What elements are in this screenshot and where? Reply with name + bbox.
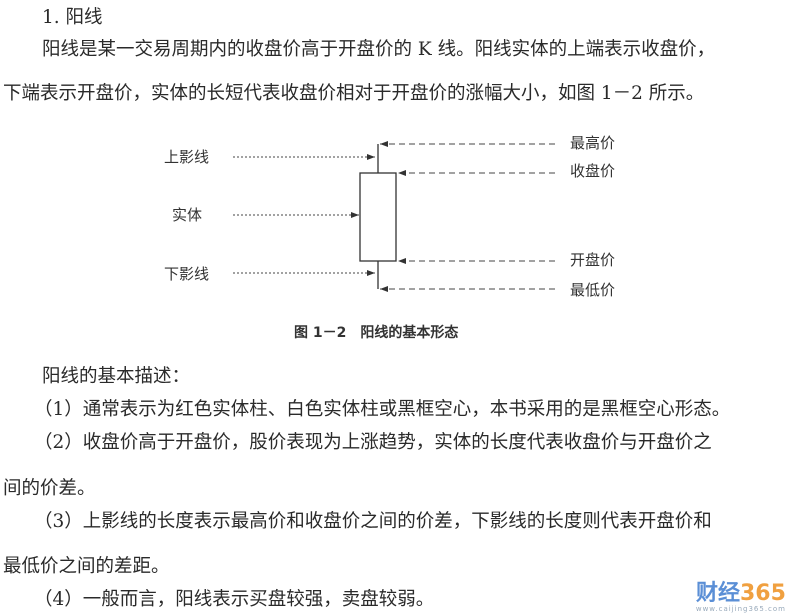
item-2-cont: 间的价差。 [3, 478, 96, 499]
item-4: （4）一般而言，阳线表示买盘较强，卖盘较弱。 [34, 589, 435, 610]
item-3-cont: 最低价之间的差距。 [3, 556, 170, 577]
label-close: 收盘价 [570, 162, 616, 180]
label-low: 最低价 [570, 281, 616, 299]
item-2: （2）收盘价高于开盘价，股价表现为上涨趋势，实体的长度代表收盘价与开盘价之 [34, 432, 712, 453]
section-title: 1. 阳线 [42, 7, 103, 28]
item-3: （3）上影线的长度表示最高价和收盘价之间的价差，下影线的长度则代表开盘价和 [34, 511, 712, 532]
label-lower-shadow: 下影线 [164, 265, 210, 283]
watermark-url: www.caijing365.com [695, 605, 786, 613]
item-1: （1）通常表示为红色实体柱、白色实体柱或黑框空心，本书采用的是黑框空心形态。 [34, 399, 731, 420]
label-body: 实体 [172, 206, 203, 224]
watermark-logo: 财经365 www.caijing365.com [695, 581, 786, 614]
intro-line-2: 下端表示开盘价，实体的长短代表收盘价相对于开盘价的涨幅大小，如图 1－2 所示。 [3, 83, 705, 104]
description-heading: 阳线的基本描述： [42, 366, 191, 387]
label-open: 开盘价 [570, 251, 616, 269]
label-upper-shadow: 上影线 [164, 148, 210, 166]
figure-caption: 图 1－2 阳线的基本形态 [294, 325, 459, 341]
intro-line-1: 阳线是某一交易周期内的收盘价高于开盘价的 K 线。阳线实体的上端表示收盘价， [42, 39, 716, 60]
candle-body [359, 172, 397, 262]
label-high: 最高价 [570, 134, 616, 152]
